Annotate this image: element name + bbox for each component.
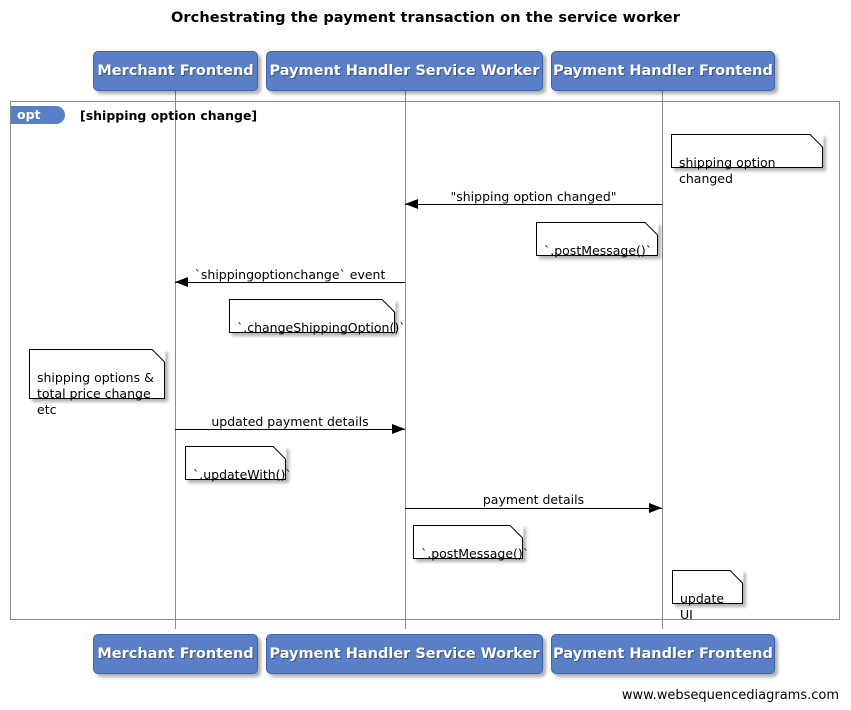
fragment-opt-tab: opt [11, 106, 65, 124]
note-shipping-options-total-price: shipping options & total price change et… [29, 348, 166, 417]
participant-payment-handler-frontend-top[interactable]: Payment Handler Frontend [551, 51, 775, 91]
note-fold-icon [809, 134, 823, 148]
message-line-updated-payment-details [175, 429, 405, 430]
arrowhead-right-updated-payment-details [392, 423, 405, 434]
participant-label: Payment Handler Frontend [553, 62, 773, 79]
note-updatewith: `.updateWith()` [185, 445, 292, 482]
arrowhead-left-shipping-option-changed [405, 198, 418, 209]
note-text: `.postMessage()` [544, 243, 653, 258]
participant-label: Payment Handler Frontend [553, 645, 773, 662]
message-line-shipping-option-changed [405, 204, 662, 205]
page-title: Orchestrating the payment transaction on… [171, 10, 680, 26]
participant-payment-handler-frontend-bottom[interactable]: Payment Handler Frontend [551, 634, 775, 674]
note-fold-icon [644, 222, 658, 236]
note-text: shipping options & total price change et… [37, 370, 154, 417]
participant-payment-handler-service-worker-top[interactable]: Payment Handler Service Worker [266, 51, 543, 91]
message-label-shipping-option-changed: "shipping option changed" [450, 189, 617, 204]
note-text: shipping option changed [679, 155, 776, 186]
note-text: `.changeShippingOption()` [237, 320, 406, 335]
fragment-opt [10, 101, 840, 620]
participant-label: Payment Handler Service Worker [269, 645, 540, 662]
participant-label: Merchant Frontend [97, 645, 254, 662]
note-changeshippingoption: `.changeShippingOption()` [229, 298, 405, 335]
message-label-payment-details: payment details [482, 492, 585, 507]
note-fold-icon [381, 299, 395, 313]
lifeline-merchant-frontend [175, 91, 176, 629]
note-fold-icon [151, 349, 165, 363]
arrowhead-left-shippingoptionchange-event [175, 276, 188, 287]
message-label-shippingoptionchange-event: `shippingoptionchange` event [194, 267, 386, 282]
note-fold-icon [729, 570, 743, 584]
note-fold-icon [509, 525, 523, 539]
note-text: `.updateWith()` [193, 467, 292, 482]
note-update-ui: update UI [672, 569, 744, 622]
message-label-updated-payment-details: updated payment details [211, 414, 369, 429]
watermark: www.websequencediagrams.com [621, 688, 839, 703]
participant-label: Payment Handler Service Worker [269, 62, 540, 79]
note-text: update UI [680, 591, 725, 622]
note-shipping-option-changed: shipping option changed [671, 133, 824, 186]
participant-label: Merchant Frontend [97, 62, 254, 79]
lifeline-payment-handler-service-worker [405, 91, 406, 629]
note-fold-icon [272, 446, 286, 460]
message-line-shippingoptionchange-event [175, 282, 405, 283]
note-postmessage-1: `.postMessage()` [536, 221, 659, 258]
fragment-opt-guard: [shipping option change] [80, 108, 258, 123]
participant-payment-handler-service-worker-bottom[interactable]: Payment Handler Service Worker [266, 634, 543, 674]
lifeline-payment-handler-frontend [662, 91, 663, 629]
participant-merchant-frontend-top[interactable]: Merchant Frontend [93, 51, 258, 91]
note-postmessage-2: `.postMessage()` [413, 524, 529, 561]
arrowhead-right-payment-details [649, 502, 662, 513]
participant-merchant-frontend-bottom[interactable]: Merchant Frontend [93, 634, 258, 674]
message-line-payment-details [405, 508, 662, 509]
note-text: `.postMessage()` [421, 546, 530, 561]
